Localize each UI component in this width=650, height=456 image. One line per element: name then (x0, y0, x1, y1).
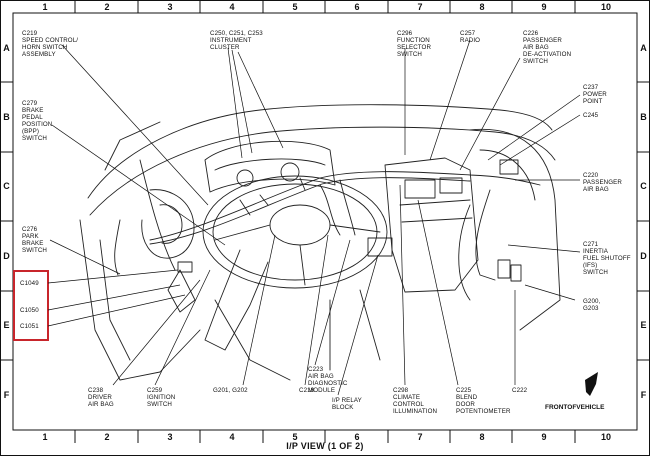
callout-c238: C238 DRIVER AIR BAG (88, 387, 114, 408)
leader-lines (47, 39, 581, 396)
callout-c245: C245 (583, 112, 599, 119)
col-label-2: 2 (104, 2, 110, 12)
col-label-bottom-3: 3 (167, 432, 173, 442)
row-label-D: D (3, 251, 10, 261)
row-label-right-D: D (640, 251, 647, 261)
callout-c220: C220 PASSENGER AIR BAG (583, 172, 622, 193)
callout-c226: C226 PASSENGER AIR BAG DE-ACTIVATION SWI… (523, 30, 572, 65)
callout-iprelay: I/P RELAY BLOCK (332, 397, 362, 411)
callout-g200: G200, G203 (583, 298, 601, 312)
callout-c271: C271 INERTIA FUEL SHUTOFF (IFS) SWITCH (583, 241, 631, 276)
col-label-bottom-8: 8 (479, 432, 485, 442)
callout-c219: C219 SPEED CONTROL/ HORN SWITCH ASSEMBLY (22, 30, 79, 58)
col-label-bottom-7: 7 (417, 432, 423, 442)
page-footer: I/P VIEW (1 OF 2) (286, 441, 364, 451)
row-label-right-F: F (640, 390, 647, 400)
callout-c279: C279 BRAKE PEDAL POSITION (BPP) SWITCH (22, 100, 53, 142)
row-label-right-E: E (640, 320, 647, 330)
callout-c259: C259 IGNITION SWITCH (147, 387, 176, 408)
col-label-8: 8 (479, 2, 485, 12)
row-label-C: C (3, 181, 10, 191)
callout-c218: C218 (299, 387, 315, 394)
col-label-10: 10 (600, 2, 611, 12)
callout-c298: C298 CLIMATE CONTROL ILLUMINATION (393, 387, 438, 415)
col-label-5: 5 (292, 2, 298, 12)
row-label-F: F (3, 390, 10, 400)
col-label-bottom-4: 4 (229, 432, 235, 442)
row-label-right-B: B (640, 112, 647, 122)
callout-c237: C237 POWER POINT (583, 84, 607, 105)
callout-c296: C296 FUNCTION SELECTOR SWITCH (397, 30, 432, 58)
callout-c223: C223 AIR BAG DIAGNOSTIC MODULE (308, 366, 348, 394)
col-label-bottom-9: 9 (541, 432, 547, 442)
row-label-right-C: C (640, 181, 647, 191)
row-label-E: E (3, 320, 10, 330)
callout-c1049: C1049 (20, 280, 39, 287)
callout-c250: C250, C251, C253 INSTRUMENT CLUSTER (210, 30, 263, 51)
callout-c1050: C1050 (20, 307, 39, 314)
front-arrow-icon (585, 372, 598, 396)
dashboard-illustration (79, 104, 561, 381)
callout-c225: C225 BLEND DOOR POTENTIOMETER (456, 387, 511, 415)
col-label-bottom-2: 2 (104, 432, 110, 442)
col-label-bottom-1: 1 (42, 432, 48, 442)
col-label-4: 4 (229, 2, 235, 12)
col-label-bottom-10: 10 (600, 432, 611, 442)
highlight-box (13, 270, 49, 341)
row-label-right-A: A (640, 43, 647, 53)
row-label-A: A (3, 43, 10, 53)
callout-c257: C257 RADIO (460, 30, 481, 44)
callout-c276: C276 PARK BRAKE SWITCH (22, 226, 48, 254)
col-label-6: 6 (354, 2, 360, 12)
col-label-9: 9 (541, 2, 547, 12)
col-label-7: 7 (417, 2, 423, 12)
callout-c222: C222 (512, 387, 528, 394)
row-label-B: B (3, 112, 10, 122)
front-of-vehicle-label: FRONTOFVEHICLE (545, 404, 605, 411)
col-label-bottom-6: 6 (354, 432, 360, 442)
callout-c1051: C1051 (20, 323, 39, 330)
col-label-3: 3 (167, 2, 173, 12)
col-label-1: 1 (42, 2, 48, 12)
col-label-bottom-5: 5 (292, 432, 298, 442)
callout-g201: G201, G202 (213, 387, 248, 394)
